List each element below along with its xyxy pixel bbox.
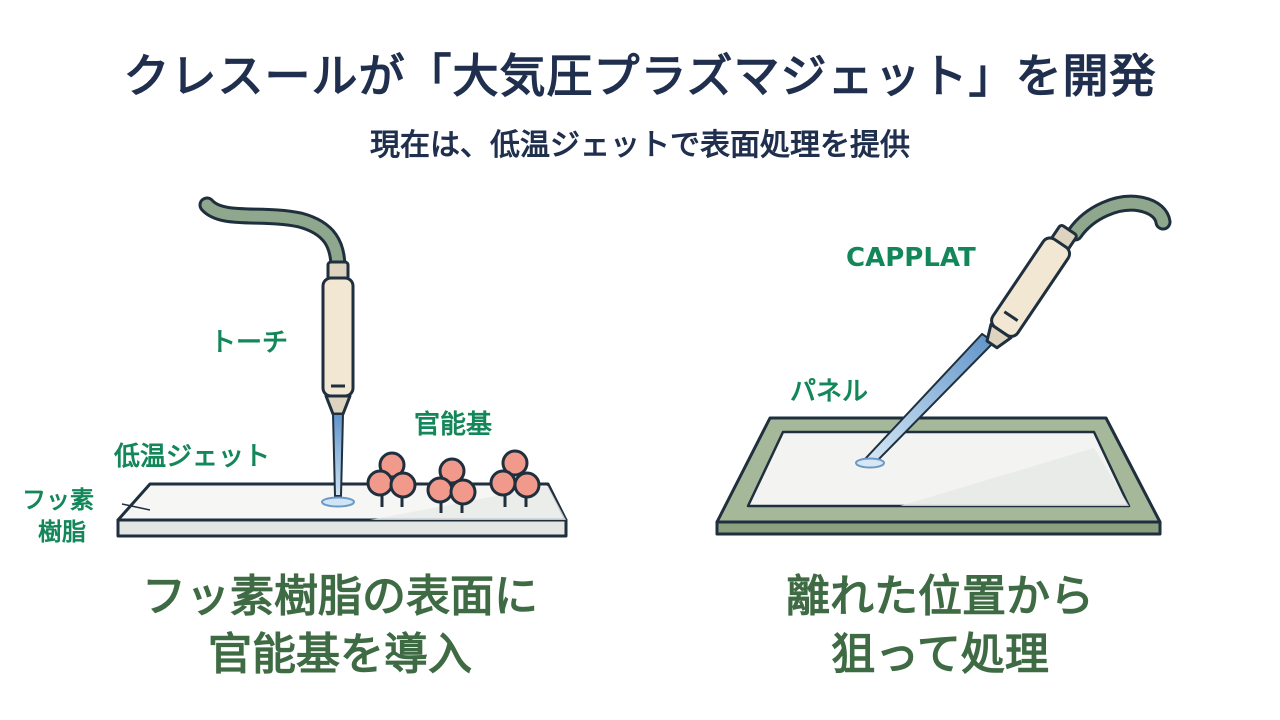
- panel: [715, 416, 1162, 536]
- functional-group-cluster: [366, 451, 417, 507]
- right-caption-line2: 狙って処理: [831, 629, 1049, 680]
- page-subtitle: 現在は、低温ジェットで表面処理を提供: [370, 128, 910, 163]
- low-temp-jet-label: 低温ジェット: [114, 442, 271, 472]
- capplat-label: CAPPLAT: [846, 243, 976, 273]
- functional-group-label: 官能基: [414, 410, 493, 440]
- left-caption-line1: フッ素樹脂の表面に: [142, 571, 538, 622]
- functional-group-cluster: [489, 449, 541, 507]
- page-title: クレスールが「大気圧プラズマジェット」を開発: [123, 49, 1157, 103]
- right-caption-line1: 離れた位置から: [786, 571, 1094, 622]
- left-caption-line2: 官能基を導入: [208, 629, 472, 680]
- right-caption: 離れた位置から 狙って処理: [690, 568, 1190, 684]
- left-caption: フッ素樹脂の表面に 官能基を導入: [90, 568, 590, 684]
- right-illustration: [715, 194, 1172, 536]
- fluororesin-leader: [121, 503, 151, 511]
- torch: [321, 260, 355, 416]
- fluororesin-label-line2: 樹脂: [38, 518, 86, 546]
- left-illustration: [116, 196, 568, 538]
- capplat-cable: [1069, 197, 1169, 239]
- panel-label: パネル: [790, 377, 869, 407]
- torch-label: トーチ: [210, 328, 289, 358]
- fluororesin-label-line1: フッ素: [22, 486, 94, 514]
- low-temp-jet: [321, 413, 355, 508]
- functional-group-cluster: [426, 457, 477, 513]
- capplat-device: [985, 224, 1078, 350]
